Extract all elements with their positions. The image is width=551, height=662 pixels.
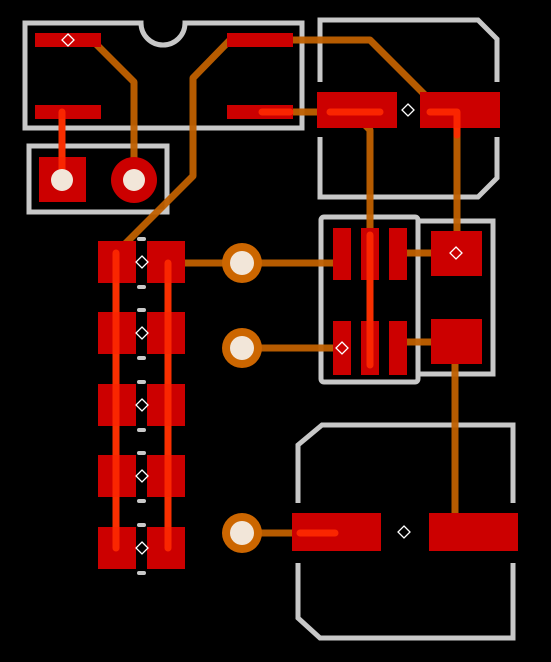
r5-anchor	[135, 541, 149, 555]
trace-u1-to-q1[interactable]	[258, 36, 461, 257]
via-2[interactable]	[222, 328, 262, 368]
r1-anchor	[135, 255, 149, 269]
anchor-q1	[401, 103, 415, 117]
top-trace-q1-right[interactable]	[426, 108, 461, 139]
c1-pad-1[interactable]	[333, 228, 351, 280]
d1-pad-2[interactable]	[431, 319, 482, 364]
anchor-l1	[397, 525, 411, 539]
via-3[interactable]	[222, 513, 262, 553]
top-traces	[58, 108, 461, 552]
r3-silk-tick-2	[137, 428, 146, 432]
anchors-layer	[61, 33, 463, 539]
u1-pad-4[interactable]	[35, 105, 101, 119]
anchor-c1	[335, 341, 349, 355]
r1-silk-tick-2	[137, 285, 146, 289]
j1-outline[interactable]	[26, 143, 170, 215]
r2-silk-tick-2	[137, 356, 146, 360]
via-1[interactable]	[222, 243, 262, 283]
r4-anchor	[135, 469, 149, 483]
u1-pad-1[interactable]	[35, 33, 101, 47]
r5-silk-tick-2	[137, 571, 146, 575]
vias-layer	[222, 243, 262, 553]
d1-pad-1[interactable]	[431, 231, 482, 276]
resistor-anchors	[135, 255, 149, 555]
u1-pad-8[interactable]	[227, 33, 293, 47]
r4-silk-tick-2	[137, 499, 146, 503]
trace-u1-pin1-to-pin8[interactable]	[88, 36, 138, 184]
j1-drill-1	[51, 169, 73, 191]
r4-silk-tick-1	[137, 451, 146, 455]
r5-silk-tick-1	[137, 523, 146, 527]
r1-silk-tick-1	[137, 237, 146, 241]
c1-pad-4[interactable]	[333, 321, 351, 375]
q1-outline-bottom[interactable]	[317, 137, 500, 200]
c1-pad-3[interactable]	[389, 228, 407, 280]
anchor-d1	[449, 246, 463, 260]
r2-anchor	[135, 326, 149, 340]
j1-drill-2	[123, 169, 145, 191]
r3-silk-tick-1	[137, 380, 146, 384]
l1-outline-bottom[interactable]	[295, 563, 516, 641]
l1-pad-2[interactable]	[429, 513, 518, 551]
j1-drills	[51, 169, 145, 191]
r2-silk-tick-1	[137, 308, 146, 312]
r3-anchor	[135, 398, 149, 412]
resistor-array-silk	[137, 237, 146, 575]
l1-outline-top[interactable]	[295, 422, 516, 503]
c1-pad-6[interactable]	[389, 321, 407, 375]
anchor-u1	[61, 33, 75, 47]
u1-outline[interactable]	[22, 20, 305, 131]
